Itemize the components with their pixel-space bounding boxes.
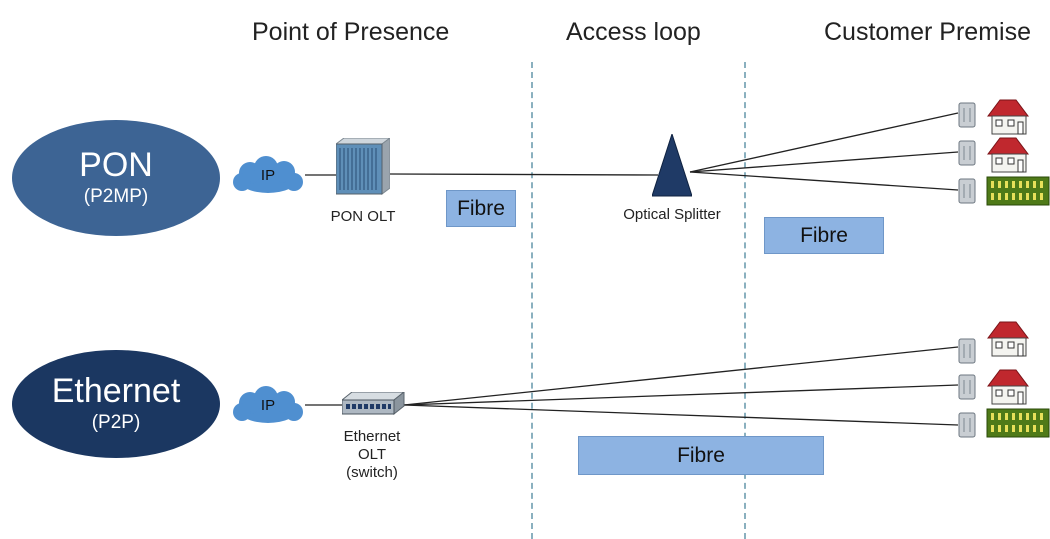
eth-ip-label: IP: [260, 397, 276, 414]
ethernet-olt-label: Ethernet OLT (switch): [326, 428, 418, 482]
ethernet-fibre-box: Fibre: [578, 436, 824, 475]
divider-pop-access: [531, 62, 533, 539]
ethernet-subtitle: (P2P): [91, 412, 141, 433]
pon-fibre-box-drop: Fibre: [764, 217, 884, 254]
ethernet-olt-label-line1: Ethernet: [343, 428, 401, 445]
pon-ont-2-icon: [958, 140, 978, 171]
pon-olt-chassis-icon: [334, 137, 392, 196]
pon-ont-3-icon: [958, 178, 978, 209]
eth-switch-to-ont1-link: [403, 346, 959, 406]
eth-house-2-icon: [986, 366, 1030, 411]
eth-apartment-building-icon: [986, 408, 1050, 443]
ethernet-switch-icon: [340, 390, 406, 420]
pon-olt-label: PON OLT: [330, 208, 396, 225]
eth-ont-2-icon: [958, 374, 978, 405]
eth-ip-cloud-icon: IP: [228, 385, 308, 427]
pon-apartment-building-icon: [986, 176, 1050, 211]
pon-splitter-to-ont1-link: [689, 112, 959, 173]
header-access-loop: Access loop: [566, 18, 701, 46]
divider-access-customer: [744, 62, 746, 539]
pon-splitter-to-ont2-link: [689, 151, 959, 173]
pon-ip-cloud-icon: IP: [228, 155, 308, 197]
pon-splitter-to-ont3-link: [689, 171, 959, 191]
pon-title: PON: [79, 146, 153, 184]
pon-ont-1-icon: [958, 102, 978, 133]
ethernet-olt-label-line2: OLT: [357, 446, 387, 463]
optical-splitter-label: Optical Splitter: [623, 206, 721, 223]
pon-ip-label: IP: [260, 167, 276, 184]
eth-ont-3-icon: [958, 412, 978, 443]
eth-switch-to-ont3-link: [403, 404, 959, 426]
optical-splitter-icon: [651, 132, 693, 198]
header-customer-premise: Customer Premise: [824, 18, 1031, 46]
pon-fibre-box-pop: Fibre: [446, 190, 516, 227]
eth-house-1-icon: [986, 318, 1030, 363]
eth-ont-1-icon: [958, 338, 978, 369]
pon-house-2-icon: [986, 134, 1030, 179]
ethernet-title: Ethernet: [51, 372, 181, 410]
ethernet-olt-label-line3: (switch): [346, 464, 398, 481]
pon-house-1-icon: [986, 96, 1030, 141]
pon-olt-to-splitter-link: [389, 173, 659, 176]
header-point-of-presence: Point of Presence: [252, 18, 450, 46]
pon-ellipse: PON (P2MP): [12, 120, 220, 236]
pon-subtitle: (P2MP): [83, 186, 149, 207]
ethernet-ellipse: Ethernet (P2P): [12, 350, 220, 458]
eth-switch-to-ont2-link: [403, 384, 959, 406]
